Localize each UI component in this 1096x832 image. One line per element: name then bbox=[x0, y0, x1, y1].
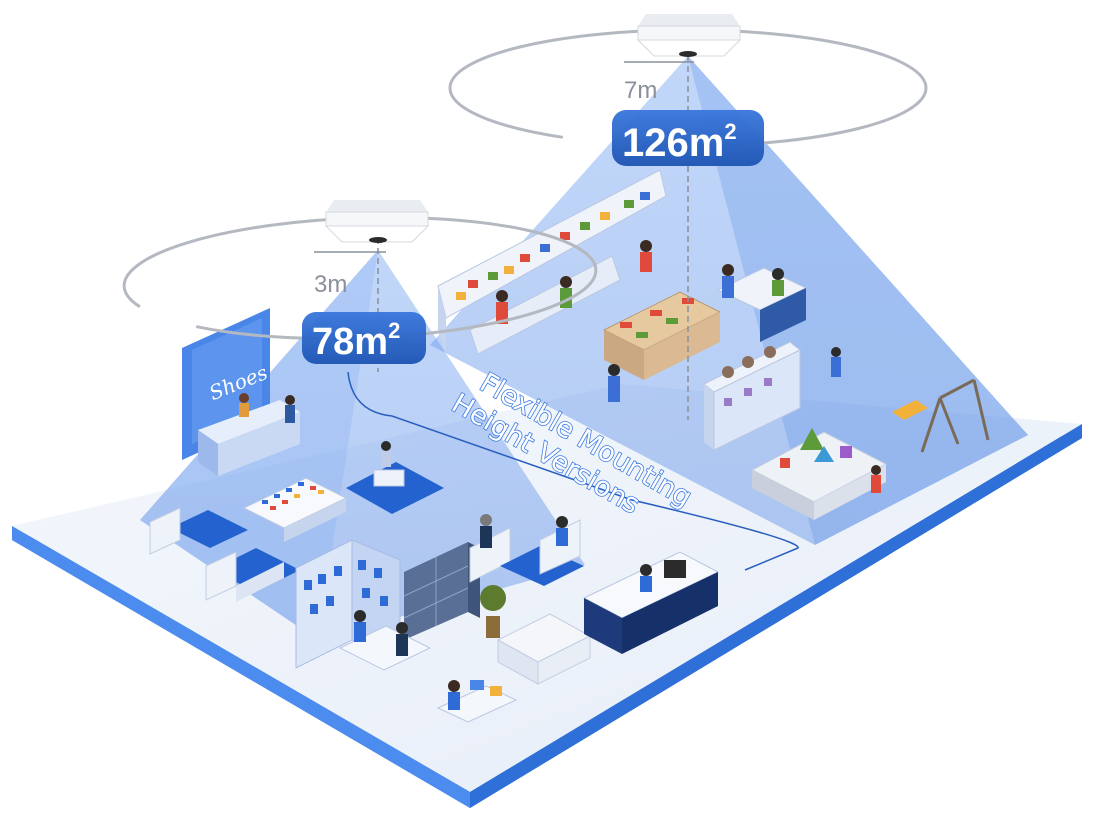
height-label-large: 7m bbox=[624, 77, 657, 104]
reception-desk bbox=[582, 551, 720, 654]
svg-text:78m2: 78m2 bbox=[312, 318, 400, 363]
lounge-middle bbox=[469, 514, 584, 586]
product-shelves-left bbox=[295, 539, 480, 669]
sensor-device-small bbox=[324, 200, 430, 243]
sensor-device-large bbox=[636, 14, 742, 57]
area-value-small: 78m bbox=[312, 321, 388, 363]
shoe-displays bbox=[242, 441, 444, 542]
toy-shelf bbox=[703, 341, 801, 451]
svg-text:126m2: 126m2 bbox=[622, 119, 737, 165]
checkout-counter bbox=[716, 264, 808, 342]
play-area bbox=[750, 347, 990, 520]
plant-and-sofa bbox=[480, 585, 592, 685]
zone-bracket bbox=[347, 371, 799, 571]
shoe-shop: Shoes bbox=[182, 308, 300, 476]
area-badge-large: 126m2 bbox=[612, 110, 764, 166]
office-desks bbox=[338, 610, 518, 723]
area-sup-small: 2 bbox=[388, 318, 400, 343]
area-badge-small: 78m2 bbox=[302, 312, 426, 364]
produce-stand bbox=[602, 291, 722, 402]
area-value-large: 126m bbox=[622, 121, 724, 165]
area-sup-large: 2 bbox=[724, 119, 736, 144]
supermarket-shelves bbox=[437, 169, 667, 356]
coverage-cone-large bbox=[430, 56, 1028, 545]
height-label-small: 3m bbox=[314, 271, 347, 298]
lounge-left bbox=[149, 507, 300, 602]
